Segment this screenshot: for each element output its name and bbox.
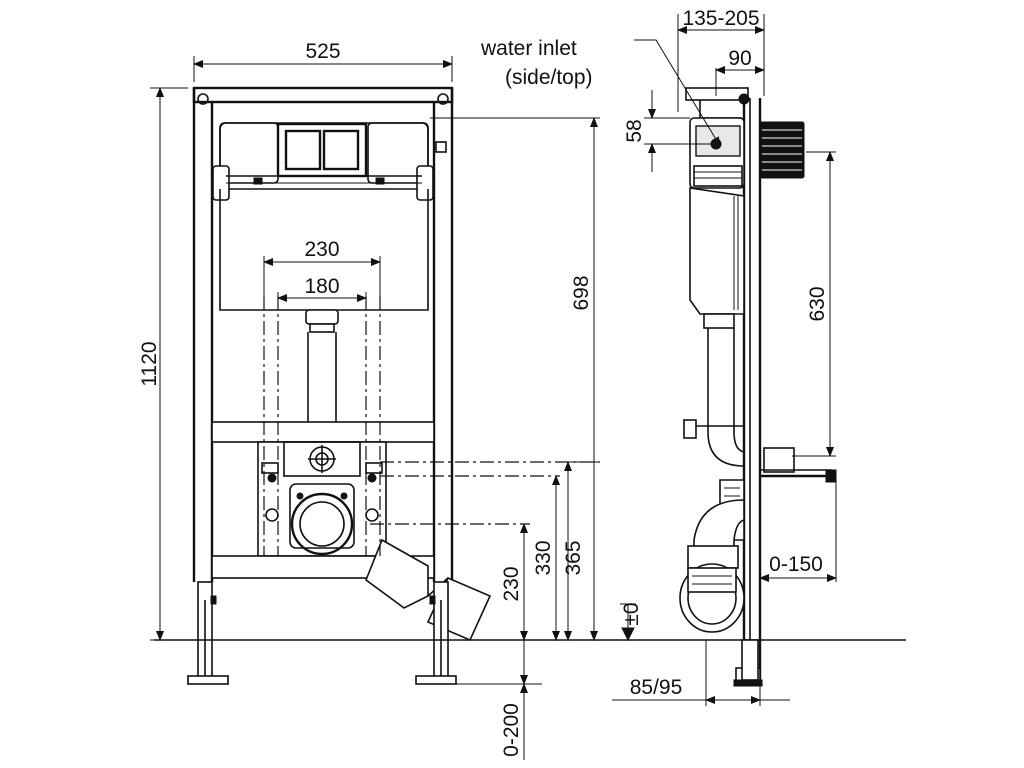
feet [187,581,457,685]
dim-height-230: 230 [500,566,523,601]
water-inlet-label: water inlet [480,37,577,60]
crossbar [211,421,435,443]
dim-floor-level: ±0 [620,602,643,625]
side-dimensions: 135-205 90 water inlet (side/top) 58 698… [430,7,837,760]
dim-width: 525 [305,40,340,63]
front-view [154,86,906,685]
cistern [212,122,434,311]
dim-wall-offset: 0-150 [769,553,823,576]
dim-height: 1120 [138,341,161,386]
dim-height-365: 365 [562,540,585,575]
dim-foot-adjust: 0-200 [500,703,523,757]
dim-inner-bracket: 180 [304,275,339,298]
dim-height-330: 330 [532,540,555,575]
dim-outer-bracket: 230 [304,238,339,261]
side-waste-bend [679,499,745,633]
side-cistern [689,117,805,315]
water-inlet-sublabel: (side/top) [505,66,593,89]
flush-plate [276,122,368,178]
side-view [679,87,837,687]
front-dimensions: 525 1120 230 180 [138,40,453,641]
dim-depth: 90 [728,47,751,70]
dim-depth-range: 135-205 [682,7,759,30]
top-rail [192,86,454,104]
dim-flush-height: 630 [806,286,829,321]
dim-cistern-height: 698 [570,275,593,310]
dim-foot-depth: 85/95 [630,676,683,699]
dim-inlet-height: 58 [623,119,646,142]
